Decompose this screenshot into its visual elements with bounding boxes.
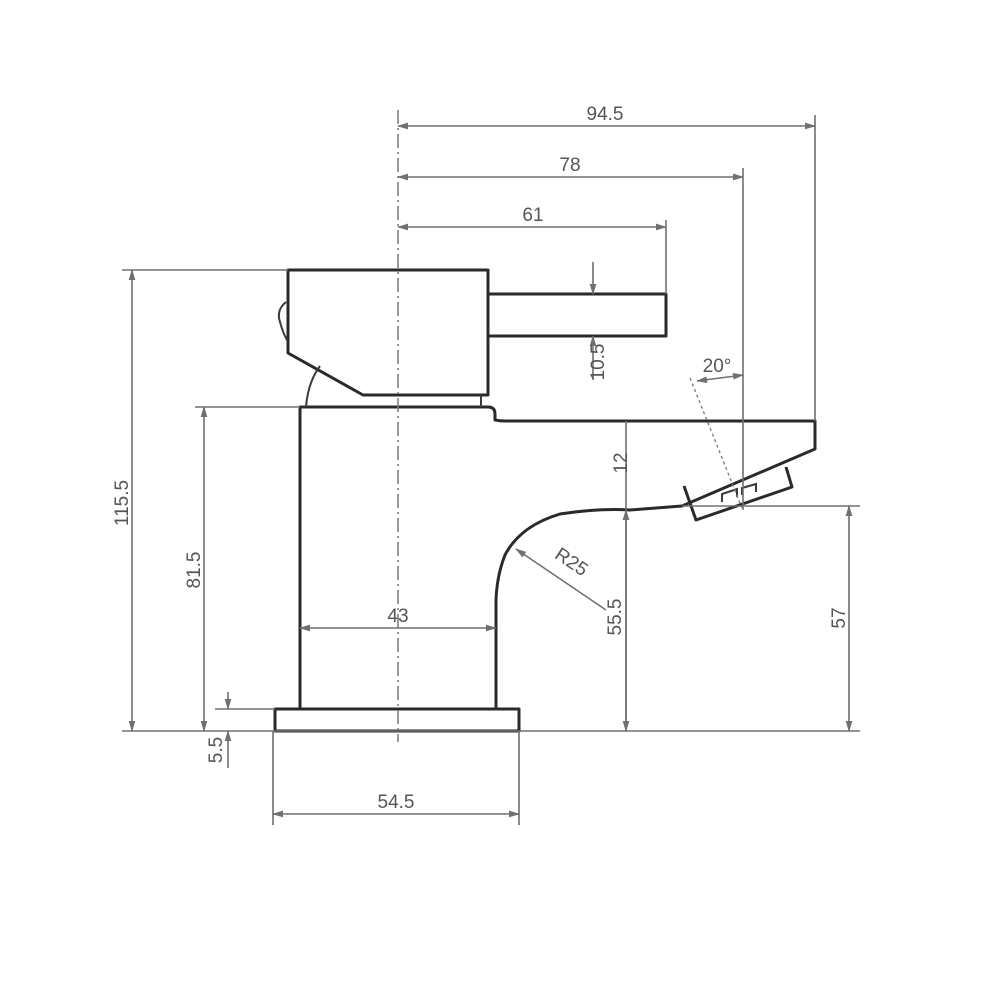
label-handle-tip-reach: 78: [559, 155, 580, 176]
label-body-height: 81.5: [184, 552, 205, 589]
label-handle-length: 61: [522, 205, 543, 226]
dimension-spout-angle: 20°: [689, 356, 745, 509]
lever-handle: [488, 292, 668, 338]
handle-cap-knob: [277, 301, 288, 341]
label-handle-thickness: 10.5: [588, 344, 609, 381]
label-base-thickness: 5.5: [206, 737, 227, 763]
collar: [305, 365, 321, 408]
label-spout-angle: 20°: [703, 356, 732, 377]
dimension-spout-inner-height: 55.5: [605, 508, 630, 733]
dimension-body-width: 43: [298, 606, 498, 632]
tap-body: [298, 405, 817, 709]
dimension-handle-thickness: 10.5: [588, 262, 609, 380]
dimension-handle-length: 61: [396, 205, 668, 231]
handle-cap: [286, 268, 490, 397]
dimension-overall-reach: 94.5: [396, 104, 817, 130]
tap-outline: [273, 268, 817, 733]
dimension-overall-height: 115.5: [112, 268, 136, 733]
label-spout-inner-height: 55.5: [605, 599, 626, 636]
label-overall-height: 115.5: [112, 480, 133, 526]
dimension-body-height: 81.5: [184, 405, 208, 733]
aerator-detail: [721, 482, 757, 502]
label-spout-radius: R25: [551, 544, 592, 581]
label-overall-reach: 94.5: [587, 104, 624, 125]
dimension-outlet-height: 57: [829, 504, 853, 733]
base-plate: [273, 707, 521, 733]
dimension-spout-radius: R25: [515, 544, 607, 611]
dimension-spout-height: 12: [611, 421, 632, 731]
label-body-width: 43: [387, 606, 408, 627]
dimension-base-thickness: 5.5: [206, 692, 232, 768]
dimension-handle-tip-reach: 78: [396, 155, 745, 181]
label-spout-height: 12: [611, 452, 632, 473]
extension-lines: [122, 115, 860, 825]
dimension-base-width: 54.5: [271, 792, 521, 818]
aerator: [682, 466, 794, 522]
label-outlet-height: 57: [829, 607, 850, 628]
label-base-width: 54.5: [378, 792, 415, 813]
